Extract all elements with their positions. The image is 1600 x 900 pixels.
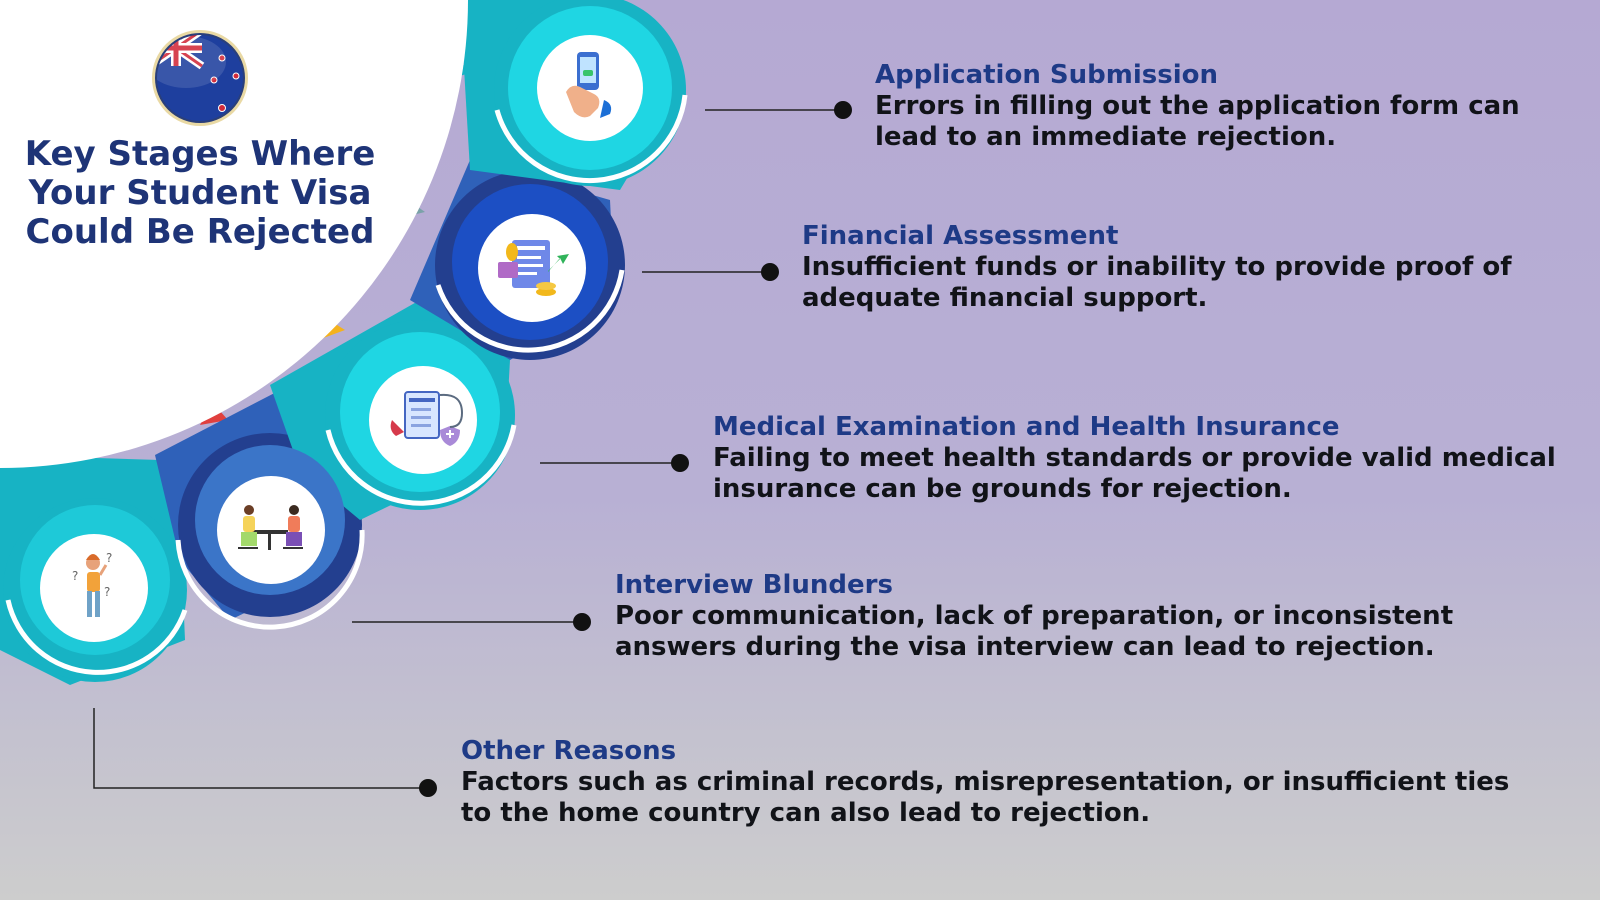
page-title-line: Key Stages Where (24, 134, 376, 174)
connector-1 (705, 101, 852, 119)
circle-rim (435, 269, 625, 353)
stage-description: lead to an immediate rejection. (875, 122, 1337, 152)
stage-description: Errors in filling out the application fo… (875, 91, 1520, 121)
page-title: Key Stages Where Your Student Visa Could… (20, 135, 380, 252)
connector-5 (93, 708, 437, 797)
stage-title: Application Submission (875, 60, 1218, 90)
svg-text:?: ? (106, 551, 112, 565)
stage-financial-assessment: Financial Assessment Insufficient funds … (802, 221, 1512, 314)
connector-2 (642, 263, 779, 281)
finance-document-icon (498, 240, 569, 296)
page-title-line: Your Student Visa (28, 173, 372, 213)
confused-person-icon: ? ? ? (72, 551, 112, 617)
stage-description: Insufficient funds or inability to provi… (802, 252, 1512, 282)
medical-insurance-icon (390, 391, 464, 446)
stage-application-submission: Application Submission Errors in filling… (875, 60, 1520, 153)
stage-description: Factors such as criminal records, misrep… (461, 767, 1510, 797)
connector-3 (540, 454, 689, 472)
title-circle (0, 0, 468, 468)
circle-rim (5, 599, 188, 675)
stage-title: Financial Assessment (802, 221, 1119, 251)
stage-medical-examination: Medical Examination and Health Insurance… (713, 412, 1556, 505)
interview-icon (238, 505, 303, 550)
circle-rim (325, 424, 517, 506)
stage-description: Poor communication, lack of preparation,… (615, 601, 1454, 631)
stage-title: Other Reasons (461, 736, 677, 766)
phone-tap-icon (566, 52, 612, 118)
circle-rim (175, 529, 365, 630)
stage-other-reasons: Other Reasons Factors such as criminal r… (461, 736, 1509, 829)
stage-title: Medical Examination and Health Insurance (713, 412, 1340, 442)
new-zealand-flag-icon (152, 30, 248, 126)
connector-4 (352, 613, 591, 631)
svg-text:?: ? (72, 569, 78, 583)
stage-description: Failing to meet health standards or prov… (713, 443, 1556, 473)
stage-description: insurance can be grounds for rejection. (713, 474, 1292, 504)
stage-title: Interview Blunders (615, 570, 893, 600)
stage-description: adequate financial support. (802, 283, 1208, 313)
stage-description: to the home country can also lead to rej… (461, 798, 1151, 828)
circle-rim (494, 94, 688, 183)
stage-description: answers during the visa interview can le… (615, 632, 1435, 662)
stage-interview-blunders: Interview Blunders Poor communication, l… (615, 570, 1453, 663)
svg-text:?: ? (104, 585, 110, 599)
page-title-line: Could Be Rejected (25, 212, 375, 252)
